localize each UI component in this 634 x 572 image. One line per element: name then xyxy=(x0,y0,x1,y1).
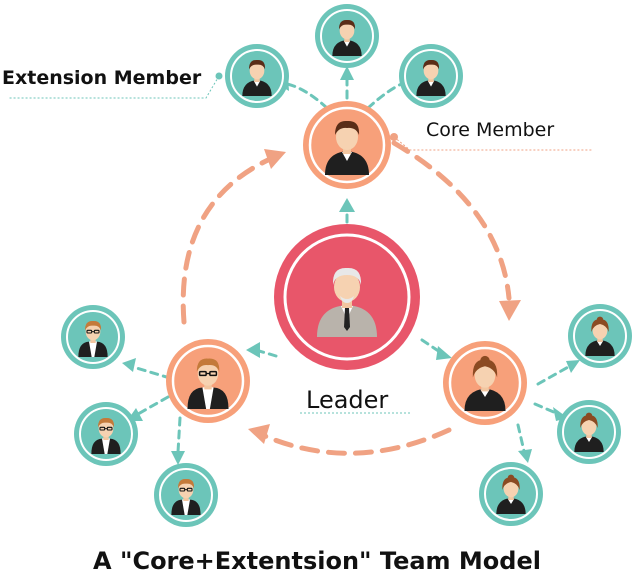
extension-member-top-right xyxy=(399,44,463,108)
extension-member-top-center xyxy=(315,4,379,68)
extension-member-right-3 xyxy=(479,462,543,526)
extension-member-pointer xyxy=(8,72,223,99)
cycle-arrowheads xyxy=(248,149,521,444)
extension-members xyxy=(61,4,632,527)
extension-member-left-1 xyxy=(61,305,125,369)
core-member-left xyxy=(166,339,250,423)
extension-member-right-2 xyxy=(557,400,621,464)
leader-label: Leader xyxy=(306,386,388,414)
extension-member-left-2 xyxy=(74,402,138,466)
arrowhead-top xyxy=(264,149,286,169)
extension-member-left-3 xyxy=(154,463,218,527)
extension-member-label: Extension Member xyxy=(2,67,202,89)
arrowhead-right xyxy=(499,300,521,321)
core-member-label: Core Member xyxy=(426,119,554,141)
cycle-arrows xyxy=(180,140,512,456)
core-member-pointer xyxy=(390,133,592,151)
diagram-title: A "Core+Extentsion" Team Model xyxy=(93,547,541,572)
arrowhead-left xyxy=(248,424,270,444)
cycle-arrow-top-to-right xyxy=(391,140,512,301)
core-member-top xyxy=(303,101,391,189)
cycle-arrow-right-to-left xyxy=(255,427,452,456)
leader-node xyxy=(274,224,420,370)
cycle-arrow-left-to-top xyxy=(180,157,271,325)
extension-member-right-1 xyxy=(568,304,632,368)
extension-member-top-left xyxy=(225,44,289,108)
core-member-right xyxy=(443,341,527,425)
